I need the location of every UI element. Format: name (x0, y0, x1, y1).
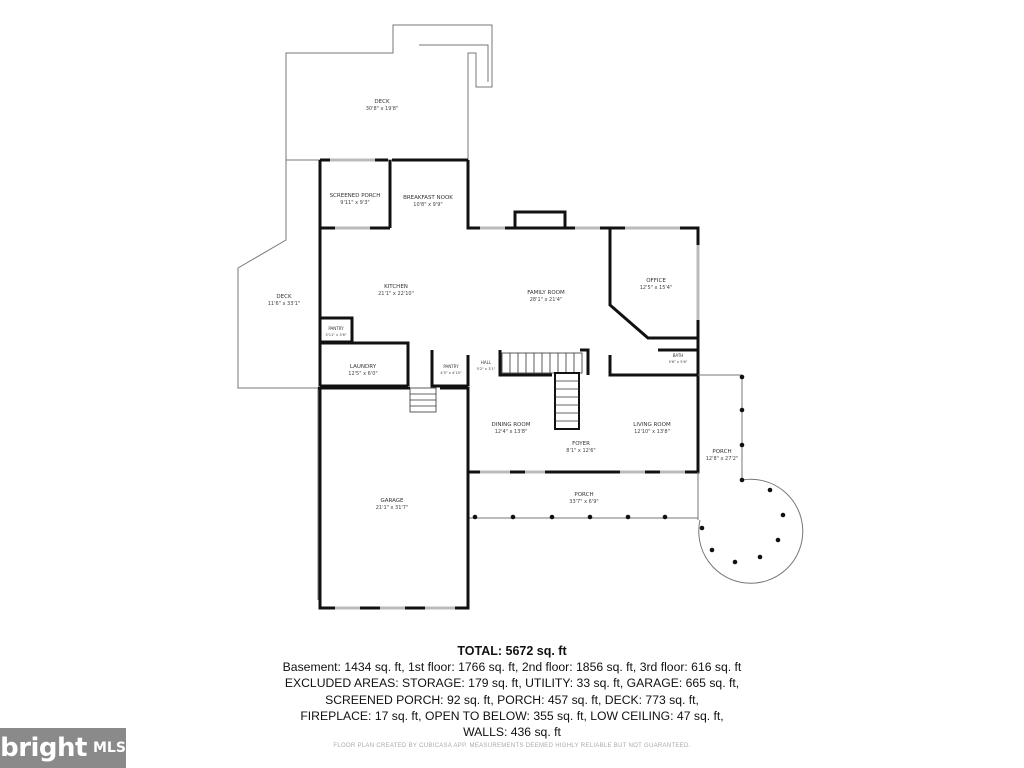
excluded-areas-line-1: EXCLUDED AREAS: STORAGE: 179 sq. ft, UTI… (284, 676, 740, 691)
garage-name: GARAGE (380, 498, 404, 504)
kitchen-name: KITCHEN (384, 284, 408, 290)
deck-top-dims: 30'8" x 19'8" (366, 106, 399, 112)
dining-room-dims: 12'4" x 13'8" (495, 429, 528, 435)
pantry-1-name: PANTRY (328, 326, 344, 331)
foyer-name: FOYER (572, 441, 590, 447)
kitchen-dims: 21'1" x 22'10" (378, 291, 414, 297)
logo-suffix: MLS (92, 740, 126, 756)
breakfast-nook-name: BREAKFAST NOOK (403, 195, 453, 201)
side-porch-dims: 12'8" x 27'2" (706, 456, 739, 462)
pantry-2-name: PANTRY (443, 364, 459, 369)
office-dims: 12'5" x 15'4" (640, 285, 673, 291)
room-labels: DECK 30'8" x 19'8" DECK 11'6" x 33'1" SC… (268, 99, 739, 511)
laundry-dims: 12'5" x 6'0" (348, 371, 377, 377)
pantry-2-dims: 4'5" x 4'10" (440, 371, 461, 375)
hall-name: HALL (481, 360, 492, 365)
bath-dims: 5'6" x 5'6" (669, 360, 688, 364)
total-area: TOTAL: 5672 sq. ft (457, 644, 567, 658)
side-porch (697, 374, 804, 584)
office-name: OFFICE (646, 278, 666, 284)
living-room-dims: 12'10" x 13'8" (634, 429, 670, 435)
excluded-areas-line-3: FIREPLACE: 17 sq. ft, OPEN TO BELOW: 355… (300, 708, 724, 723)
area-summary: TOTAL: 5672 sq. ft Basement: 1434 sq. ft… (0, 643, 1024, 740)
front-porch-name: PORCH (574, 492, 593, 498)
deck-left-dims: 11'6" x 33'1" (268, 301, 301, 307)
floor-plan: DECK 30'8" x 19'8" DECK 11'6" x 33'1" SC… (237, 24, 804, 610)
bright-mls-logo: bright MLS (0, 728, 126, 768)
floor-plan-credit: FLOOR PLAN CREATED BY CUBICASA APP. MEAS… (333, 743, 691, 749)
excluded-areas-line-2: SCREENED PORCH: 92 sq. ft, PORCH: 457 sq… (325, 692, 699, 707)
foyer-dims: 8'1" x 12'6" (566, 448, 595, 454)
bath-name: BATH (673, 353, 684, 358)
porch-posts (472, 374, 786, 565)
side-porch-name: PORCH (712, 449, 731, 455)
main-walls (318, 158, 700, 610)
garage-dims: 21'1" x 31'7" (376, 505, 409, 511)
stairs (409, 352, 583, 430)
windows (330, 158, 700, 610)
dining-room-name: DINING ROOM (492, 422, 531, 428)
family-room-dims: 28'1" x 21'4" (530, 297, 563, 303)
living-room-name: LIVING ROOM (633, 422, 671, 428)
breakfast-nook-dims: 10'8" x 9'9" (413, 202, 442, 208)
screened-porch-dims: 9'11" x 9'3" (340, 200, 369, 206)
screened-porch-name: SCREENED PORCH (330, 193, 381, 199)
logo-brand: bright (0, 733, 87, 763)
deck-top-name: DECK (374, 99, 390, 105)
laundry-name: LAUNDRY (350, 364, 377, 370)
hall-dims: 5'2" x 3'1" (477, 367, 496, 371)
floor-areas: Basement: 1434 sq. ft, 1st floor: 1766 s… (282, 660, 742, 675)
family-room-name: FAMILY ROOM (527, 290, 565, 296)
front-porch-dims: 33'7" x 6'9" (569, 499, 598, 505)
pantry-1-dims: 3'11" x 3'6" (325, 333, 346, 337)
excluded-areas-line-4: WALLS: 436 sq. ft (463, 725, 561, 740)
deck-left-name: DECK (276, 294, 292, 300)
